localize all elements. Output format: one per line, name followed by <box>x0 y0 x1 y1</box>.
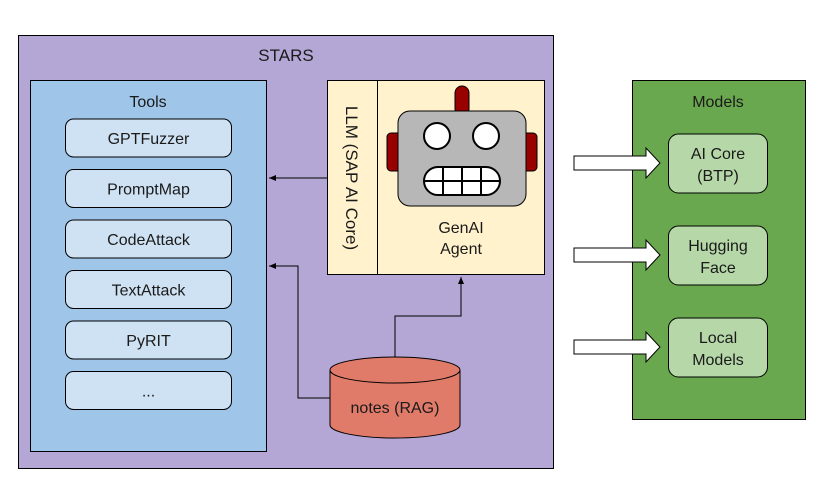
llm-label: LLM (SAP AI Core) <box>342 106 361 250</box>
stars-title: STARS <box>258 46 313 65</box>
notes-label: notes (RAG) <box>351 400 440 417</box>
model-item: AI Core (BTP) <box>668 133 768 194</box>
tool-item: ... <box>65 371 232 410</box>
tool-item-label: TextAttack <box>112 283 187 300</box>
tools-container: Tools GPTFuzzerPromptMapCodeAttackTextAt… <box>30 80 267 452</box>
model-item-line1: AI Core <box>691 146 745 163</box>
tool-item-label: CodeAttack <box>107 232 191 249</box>
tool-item-label: ... <box>142 384 155 401</box>
model-item-line2: (BTP) <box>697 168 739 185</box>
agent-label-line1: GenAI <box>438 220 483 237</box>
robot-icon <box>386 85 538 207</box>
tool-item: PyRIT <box>65 320 232 360</box>
model-item-line1: Hugging <box>688 238 748 255</box>
tool-item: PromptMap <box>65 169 232 208</box>
block-arrow <box>573 330 661 364</box>
notes-to-tools-arrow <box>269 263 330 399</box>
tool-item: CodeAttack <box>65 219 232 259</box>
block-arrow <box>573 146 661 180</box>
notes-database: notes (RAG) <box>329 356 461 439</box>
models-title: Models <box>692 94 744 111</box>
models-container: Models AI Core(BTP)HuggingFaceLocalModel… <box>632 80 806 420</box>
agent-label-line2: Agent <box>440 241 482 258</box>
notes-to-agent-arrow <box>394 277 464 357</box>
tool-item: TextAttack <box>65 270 232 309</box>
tool-item-label: PromptMap <box>107 182 190 199</box>
model-item-line2: Face <box>700 260 736 277</box>
tool-item-label: GPTFuzzer <box>108 131 190 148</box>
model-item-line1: Local <box>699 330 737 347</box>
block-arrow <box>573 238 661 272</box>
tool-item: GPTFuzzer <box>65 118 232 158</box>
tool-item-label: PyRIT <box>126 333 171 350</box>
model-item-line2: Models <box>692 352 744 369</box>
tools-title: Tools <box>129 94 166 111</box>
llm-agent-box: LLM (SAP AI Core) GenAI Agent <box>327 80 545 275</box>
